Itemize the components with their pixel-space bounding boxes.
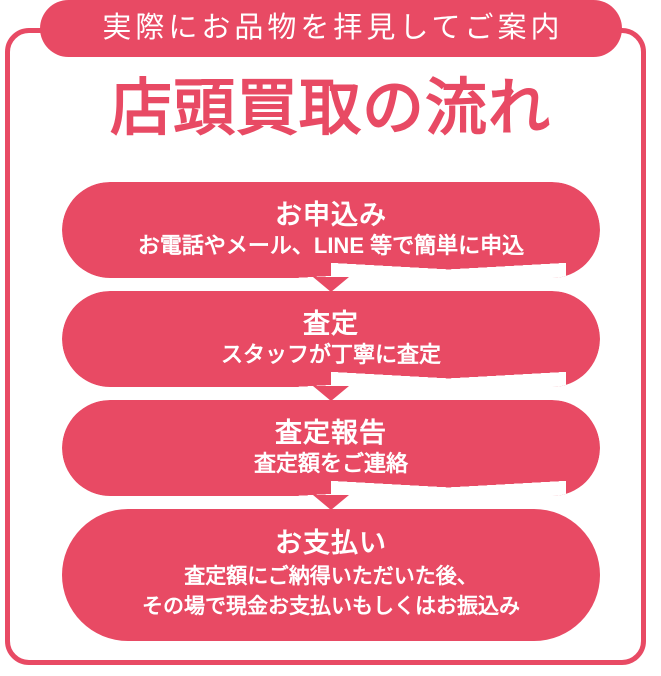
flow-arrow-down-icon-3	[313, 495, 349, 510]
flow-step-2-shape	[62, 291, 600, 387]
flow-arrow-down-icon-2	[313, 386, 349, 401]
page-title: 店頭買取の流れ	[0, 76, 661, 143]
flow-step-4-description-line1: 査定額にご納得いただいた後、	[184, 565, 478, 589]
flow-step-4: お支払い 査定額にご納得いただいた後、 その場で現金お支払いもしくはお振込み	[62, 509, 600, 641]
flow-step-1-description: お電話やメール、LINE 等で簡単に申込	[137, 233, 525, 259]
flow-step-2: 査定 スタッフが丁寧に査定	[62, 291, 600, 401]
flow-step-1-title: お申込み	[275, 199, 387, 230]
flow-step-4-shape	[62, 509, 600, 641]
flow-step-3-shape	[62, 400, 600, 496]
flow-step-1: お申込み お電話やメール、LINE 等で簡単に申込	[62, 182, 600, 292]
flow-arrow-down-icon-1	[313, 277, 349, 292]
flow-step-4-title: お支払い	[275, 528, 387, 559]
flow-step-1-shape	[62, 182, 600, 278]
flow-step-3-title: 査定報告	[275, 417, 387, 448]
header-badge: 実際にお品物を拝見してご案内	[40, 0, 622, 57]
flow-step-3: 査定報告 査定額をご連絡	[62, 400, 600, 510]
flow-step-2-title: 査定	[303, 308, 359, 339]
flow-step-3-description: 査定額をご連絡	[253, 451, 408, 477]
page-title-text: 店頭買取の流れ	[109, 75, 551, 143]
header-badge-label: 実際にお品物を拝見してご案内	[102, 12, 564, 44]
flow-step-2-description: スタッフが丁寧に査定	[220, 342, 441, 368]
flow-step-list: お申込み お電話やメール、LINE 等で簡単に申込 査定 スタッフが丁寧に査定 …	[62, 182, 600, 641]
flow-step-4-description-line2: その場で現金お支払いもしくはお振込み	[142, 595, 520, 619]
